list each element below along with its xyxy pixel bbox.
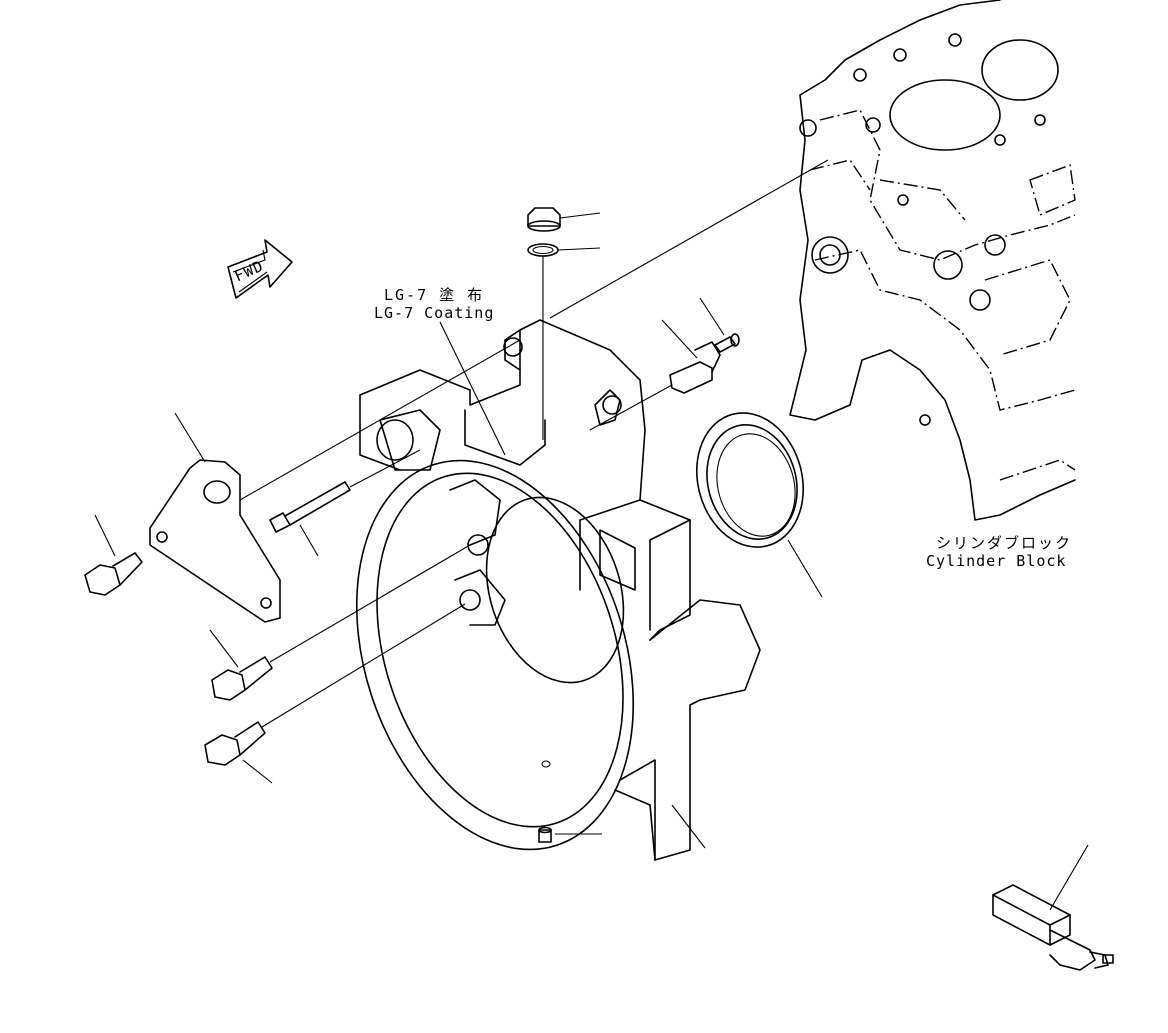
o-ring bbox=[527, 243, 601, 440]
coating-label-jp: LG-7 塗 布 bbox=[384, 286, 485, 304]
installation-tool bbox=[992, 844, 1114, 971]
cylinder-block-label-en: Cylinder Block bbox=[926, 552, 1067, 570]
oil-seal bbox=[549, 159, 829, 598]
coating-label-en: LG-7 Coating bbox=[374, 304, 495, 322]
flywheel-housing bbox=[355, 319, 761, 861]
plug bbox=[527, 207, 601, 232]
long-bolt bbox=[269, 449, 421, 557]
sensor-bolt bbox=[699, 297, 740, 353]
housing-leader bbox=[671, 804, 706, 849]
cylinder-block bbox=[789, 0, 1076, 521]
bracket bbox=[149, 339, 521, 623]
bolt-upper-left bbox=[84, 514, 143, 596]
dowel-pin bbox=[538, 826, 602, 843]
cylinder-block-label-jp: シリンダブロック bbox=[936, 534, 1073, 552]
speed-sensor bbox=[589, 319, 721, 431]
bolt-lower bbox=[204, 603, 466, 784]
fwd-arrow-icon bbox=[227, 239, 293, 299]
bolt-middle bbox=[209, 544, 471, 701]
